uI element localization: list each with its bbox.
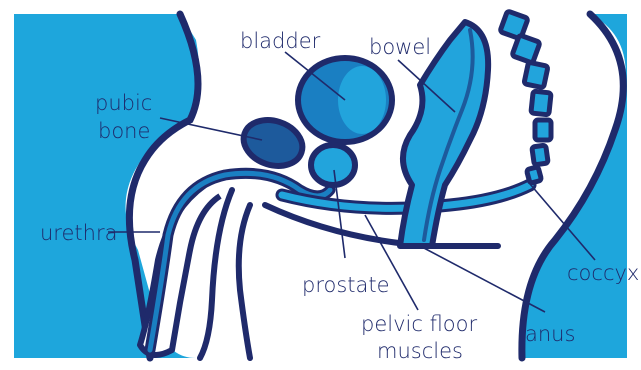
label-urethra: urethra: [40, 221, 117, 245]
label-coccyx: coccyx: [567, 261, 639, 285]
label-bladder: bladder: [240, 29, 321, 53]
bladder-highlight: [338, 66, 386, 134]
label-pelvic-line2: muscles: [377, 339, 463, 363]
label-pubic-line1: pubic: [95, 91, 152, 115]
label-anus: anus: [525, 322, 575, 346]
label-pubic-line2: bone: [98, 119, 150, 143]
label-pelvic-line1: pelvic floor: [361, 312, 477, 336]
label-bowel: bowel: [369, 35, 431, 59]
label-prostate: prostate: [302, 273, 390, 297]
prostate: [311, 145, 355, 185]
